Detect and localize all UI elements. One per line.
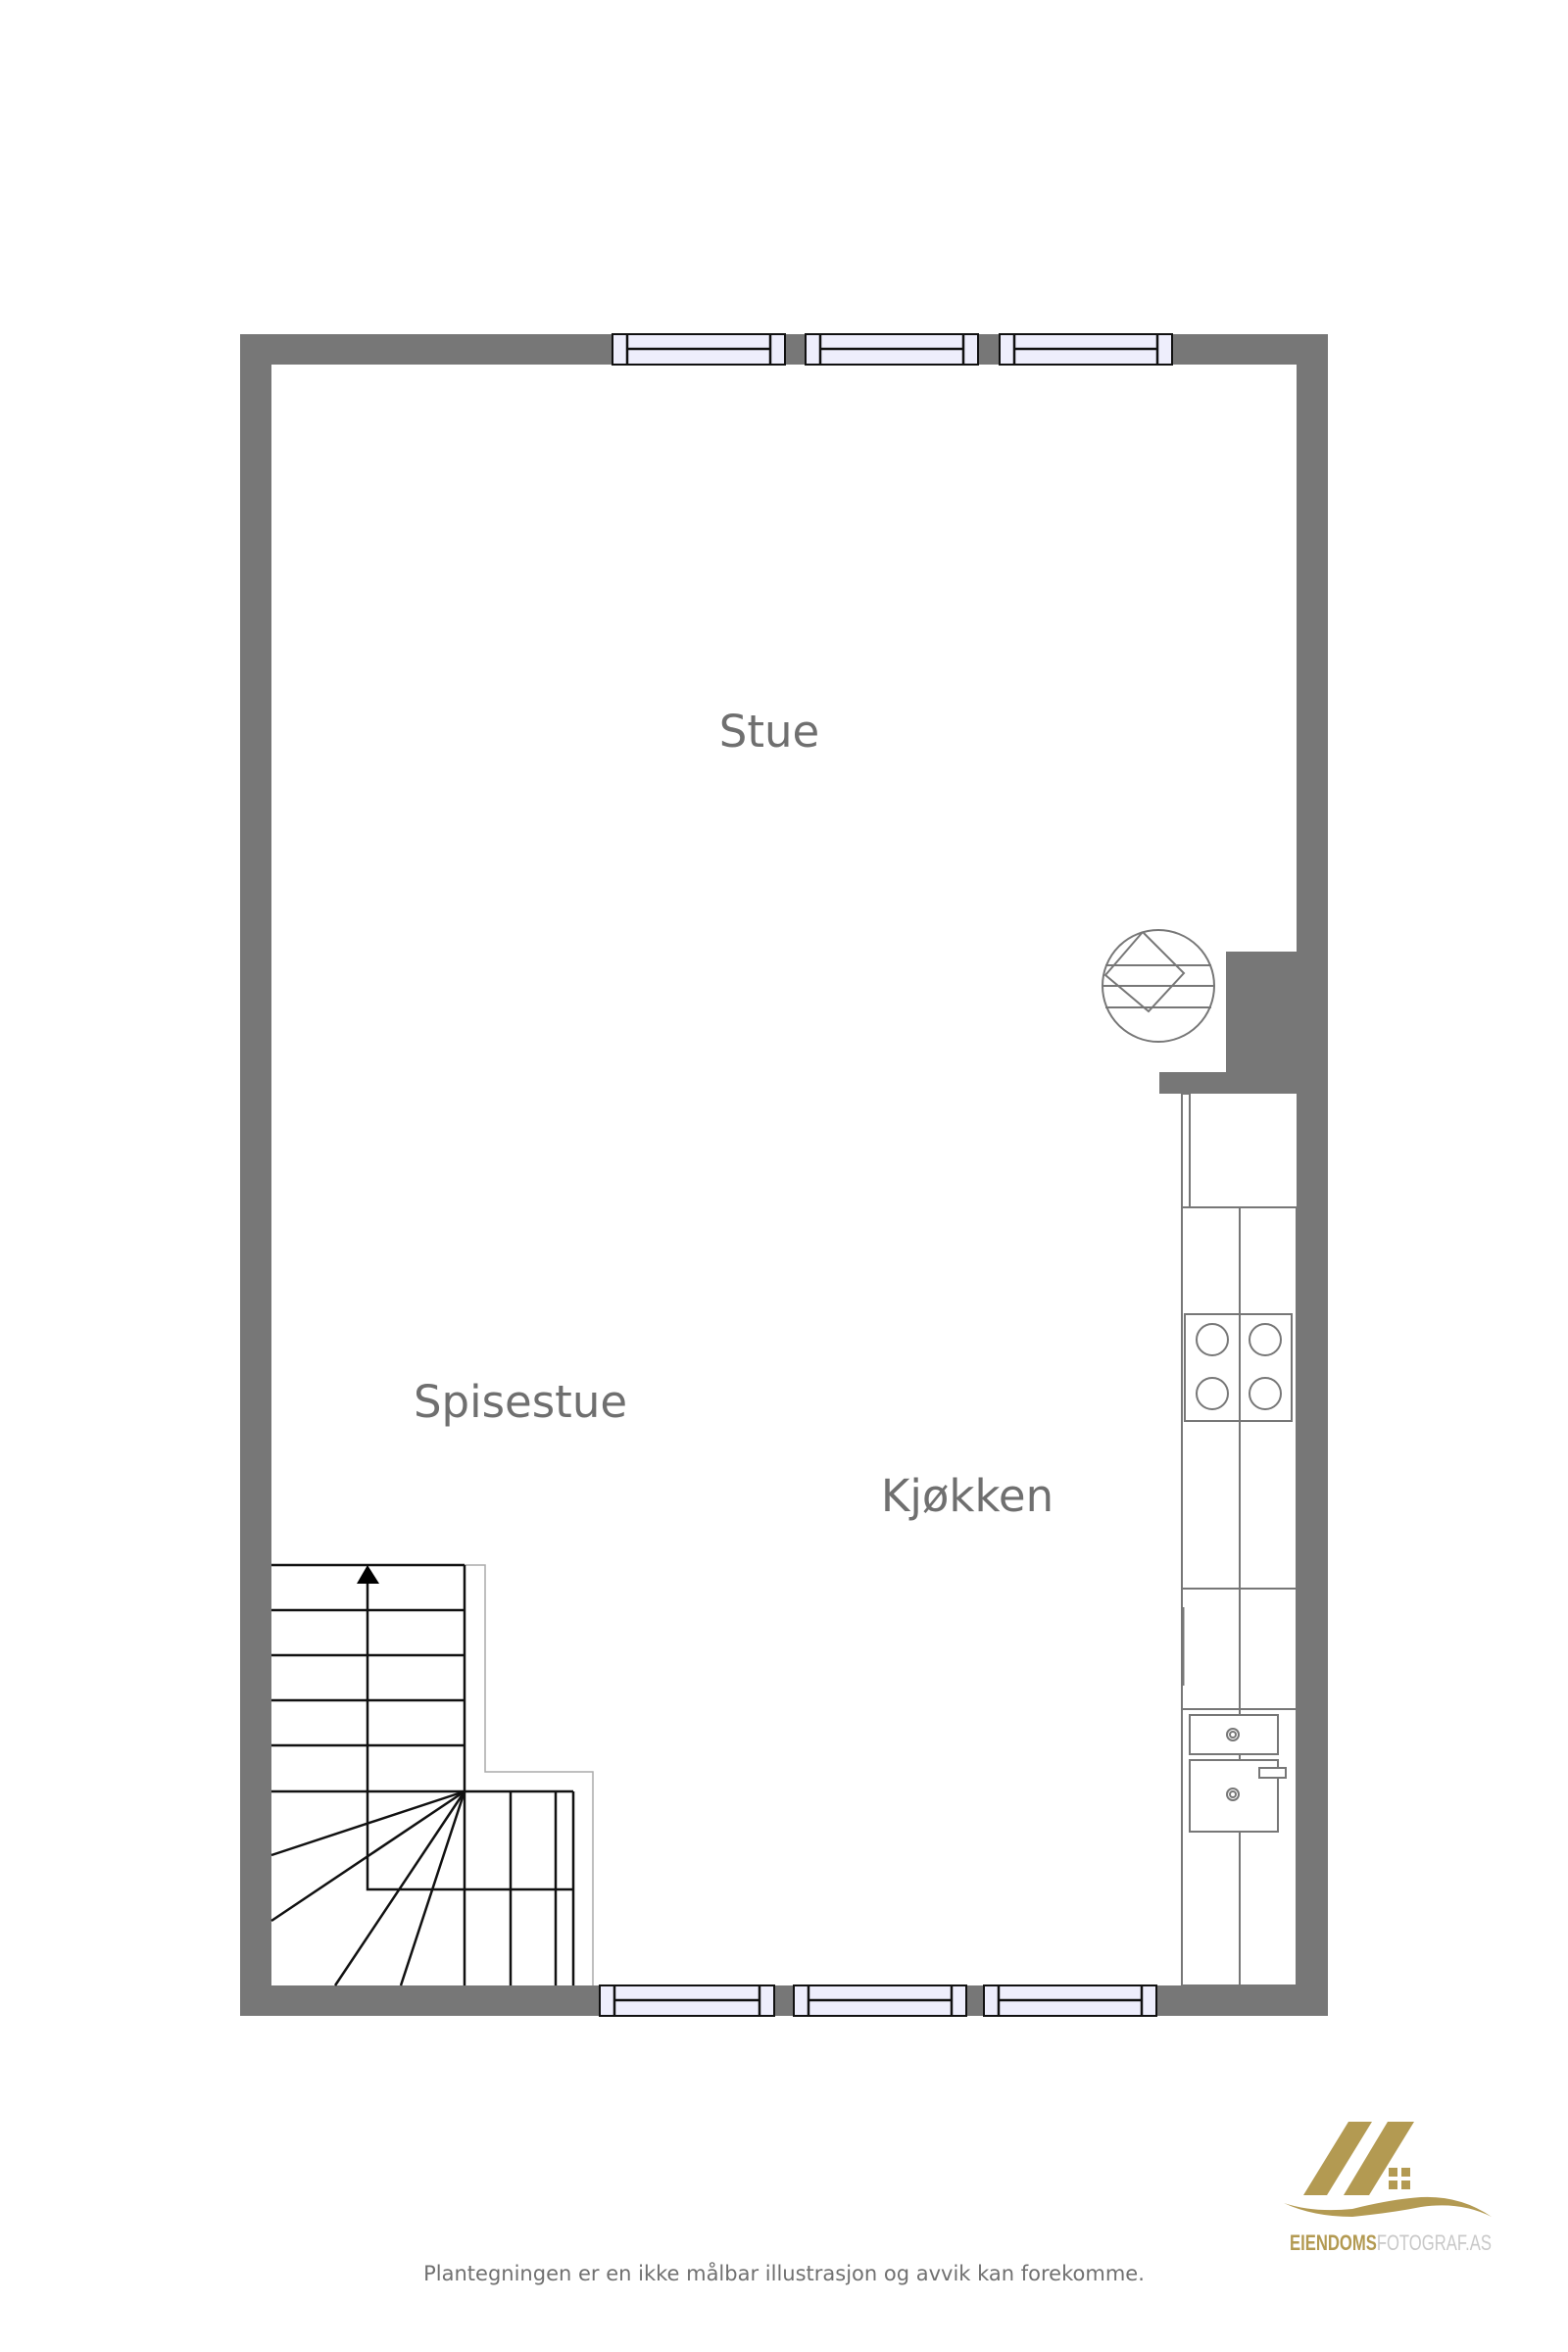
staircase <box>270 1563 594 1986</box>
room-label-spisestue: Spisestue <box>414 1376 627 1428</box>
room-label-kjokken: Kjøkken <box>881 1470 1054 1522</box>
stair-arrow-icon <box>357 1565 379 1584</box>
room-label-stue: Stue <box>719 706 819 758</box>
kitchen-counter <box>1181 1093 1298 1986</box>
windows-bottom <box>599 1984 1157 2017</box>
sink-icon <box>1189 1714 1287 1833</box>
svg-text:EIENDOMSFOTOGRAF.AS: EIENDOMSFOTOGRAF.AS <box>1290 2230 1492 2255</box>
disclaimer-text: Plantegningen er en ikke målbar illustra… <box>423 2261 1145 2285</box>
logo-text-part2: FOTOGRAF.AS <box>1377 2230 1492 2255</box>
windows-top <box>612 333 1173 366</box>
cooktop-icon <box>1184 1313 1293 1422</box>
logo-text-part1: EIENDOMS <box>1290 2230 1377 2255</box>
house-roof-logo-icon <box>1284 2122 1492 2217</box>
fireplace-icon <box>1102 929 1215 1043</box>
outer-walls <box>240 334 1328 2016</box>
logo: EIENDOMSFOTOGRAF.AS <box>1284 2122 1492 2255</box>
